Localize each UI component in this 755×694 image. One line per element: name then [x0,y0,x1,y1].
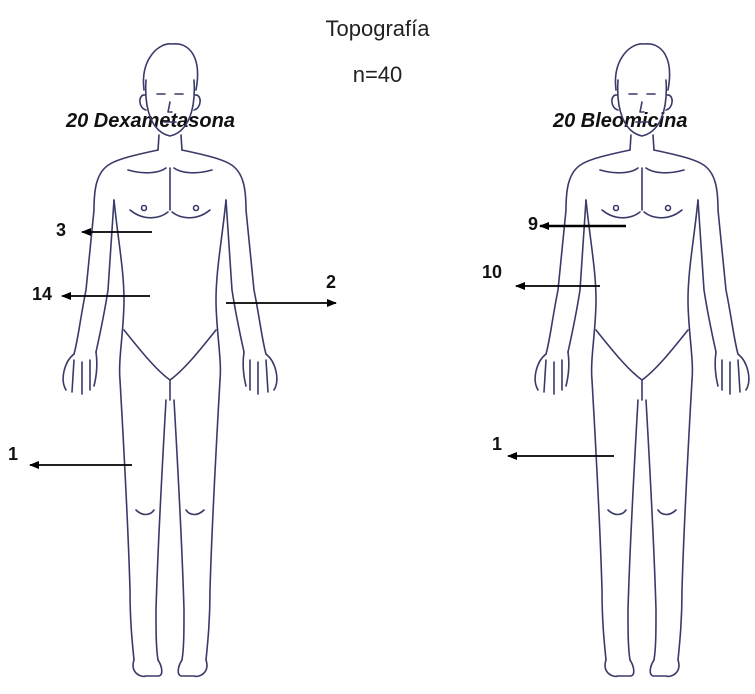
count-bleo-chest: 10 [482,262,502,283]
body-figure-bleomicina [535,44,749,677]
count-bleo-lower-limb: 1 [492,434,502,455]
count-dexa-lower-limb: 1 [8,444,18,465]
count-dexa-chest: 14 [32,284,52,305]
count-dexa-shoulder: 2 [326,272,336,293]
body-figure-dexametasona [63,44,277,677]
count-dexa-face: 3 [56,220,66,241]
count-bleo-face: 9 [528,214,538,235]
